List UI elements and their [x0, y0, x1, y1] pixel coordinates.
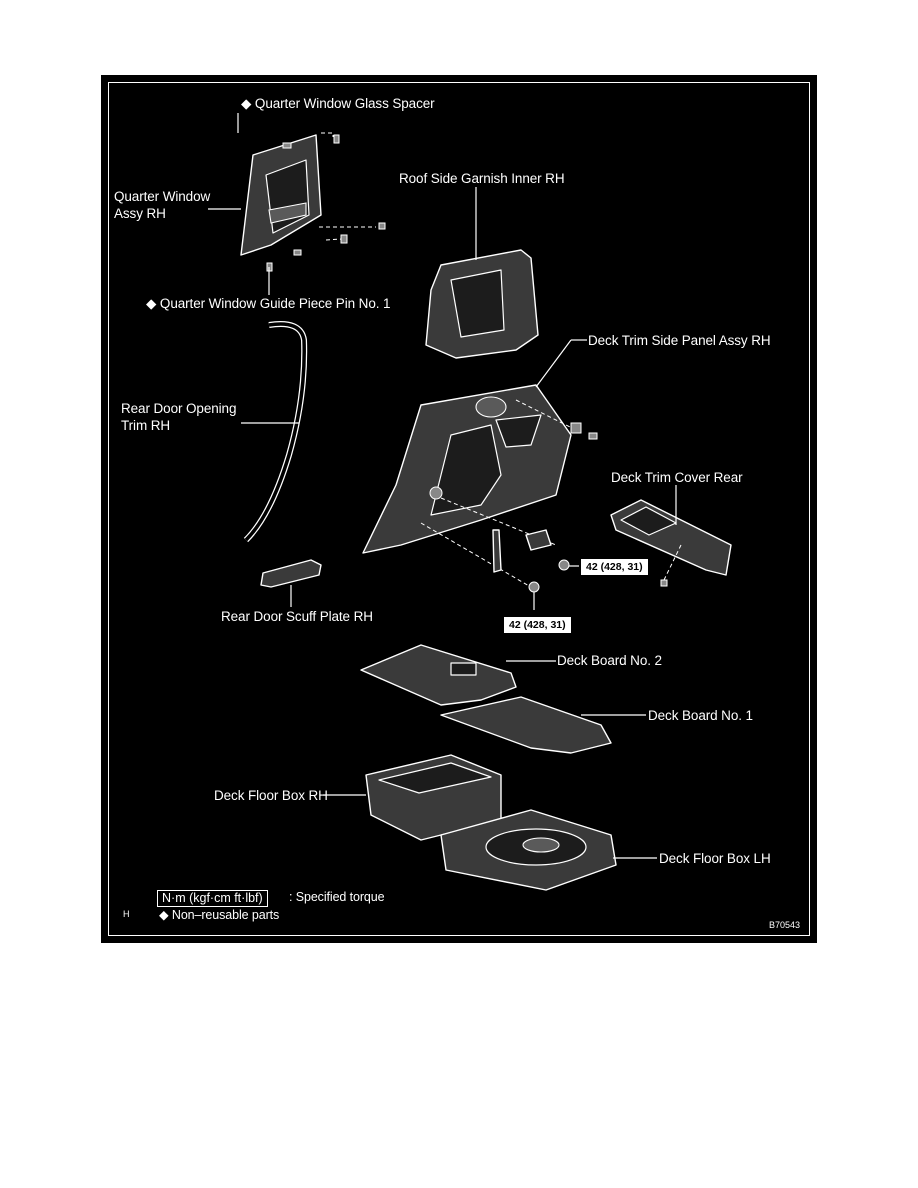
- label-quarter-window-glass-spacer: ◆ Quarter Window Glass Spacer: [241, 96, 435, 111]
- figure-id: B70543: [769, 920, 801, 930]
- label-deck-floor-box-lh: Deck Floor Box LH: [659, 851, 771, 866]
- deck-floor-box-rh-drawing: [365, 754, 502, 841]
- legend-nonreusable: ◆ Non–reusable parts: [159, 908, 280, 922]
- quarter-window-assy-drawing: [240, 132, 386, 272]
- deck-trim-side-panel-drawing: [362, 384, 572, 554]
- legend-unit-description: : Specified torque: [289, 890, 385, 904]
- label-roof-side-garnish-inner-rh: Roof Side Garnish Inner RH: [399, 171, 565, 186]
- parts-drawing: [208, 113, 732, 891]
- legend-unit-box: N·m (kgf·cm ft·lbf): [157, 890, 268, 907]
- label-deck-floor-box-rh: Deck Floor Box RH: [214, 788, 328, 803]
- deck-floor-box-lh-drawing: [440, 809, 617, 891]
- label-rear-door-scuff-plate-rh: Rear Door Scuff Plate RH: [221, 609, 373, 624]
- label-rear-door-opening-trim-rh: Rear Door Opening Trim RH: [121, 401, 237, 433]
- label-deck-trim-cover-rear: Deck Trim Cover Rear: [611, 470, 743, 485]
- diagram-frame: [108, 82, 810, 936]
- diagram-panel: ◆ Quarter Window Glass Spacer Quarter Wi…: [101, 75, 817, 943]
- torque-spec-lower: 42 (428, 31): [504, 617, 571, 633]
- torque-spec-upper: 42 (428, 31): [581, 559, 648, 575]
- label-deck-trim-side-panel-assy-rh: Deck Trim Side Panel Assy RH: [588, 333, 771, 348]
- label-quarter-window-assy-rh: Quarter Window Assy RH: [114, 189, 211, 221]
- deck-trim-cover-rear-drawing: [610, 499, 732, 576]
- legend-code: H: [123, 909, 130, 919]
- label-deck-board-no2: Deck Board No. 2: [557, 653, 662, 668]
- label-deck-board-no1: Deck Board No. 1: [648, 708, 753, 723]
- label-quarter-window-guide-piece-pin: ◆ Quarter Window Guide Piece Pin No. 1: [146, 296, 391, 311]
- roof-side-garnish-drawing: [425, 249, 539, 359]
